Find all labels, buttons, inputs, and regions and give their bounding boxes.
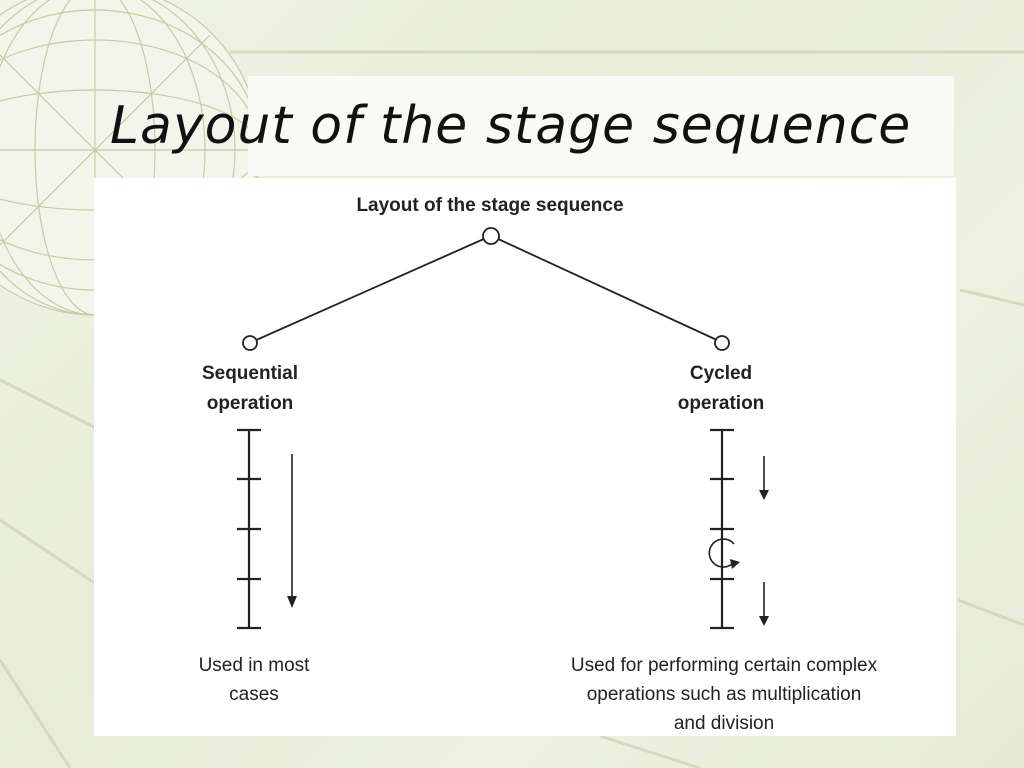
cycled-down-arrow-bottom xyxy=(759,582,769,626)
sequential-label-line1: Sequential xyxy=(201,363,299,384)
left-node xyxy=(242,335,258,351)
cycled-down-arrow-top xyxy=(759,456,769,500)
diagram-panel: Layout of the stage sequence Sequential … xyxy=(94,178,956,736)
cycled-label: Cycled operation xyxy=(656,359,786,419)
sequential-stage-ladder xyxy=(237,428,261,630)
cycled-label-line2: operation xyxy=(677,393,765,414)
tree-branch-right xyxy=(495,237,720,342)
sequential-note-line1: Used in most xyxy=(198,655,310,676)
background-lines xyxy=(0,50,1024,768)
cycled-note-line3: and division xyxy=(673,713,775,734)
sequential-down-arrow xyxy=(287,454,297,608)
cycled-note-line2: operations such as multiplication xyxy=(586,684,862,705)
cycled-label-line1: Cycled xyxy=(689,363,753,384)
right-node xyxy=(714,335,730,351)
stage-sequence-diagram xyxy=(237,227,769,630)
diagram-heading: Layout of the stage sequence xyxy=(356,195,624,216)
cycled-note: Used for performing certain complex oper… xyxy=(524,651,924,738)
sequential-note: Used in most cases xyxy=(174,651,334,709)
root-node xyxy=(482,227,500,245)
cycle-loop-icon xyxy=(708,538,740,569)
sequential-label-line2: operation xyxy=(206,393,294,414)
tree-branch-left xyxy=(253,237,487,342)
slide-title: Layout of the stage sequence xyxy=(110,96,912,156)
cycled-note-line1: Used for performing certain complex xyxy=(570,655,878,676)
sequential-note-line2: cases xyxy=(229,684,279,705)
title-panel xyxy=(248,76,954,176)
sequential-label: Sequential operation xyxy=(180,359,320,419)
cycled-stage-ladder xyxy=(710,428,734,630)
